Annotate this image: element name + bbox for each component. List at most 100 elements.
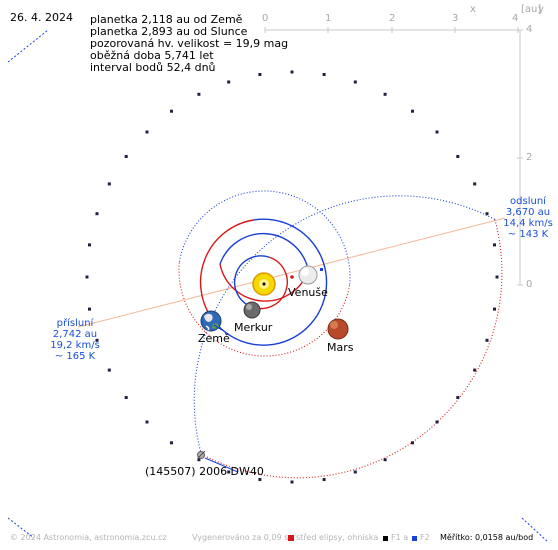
asteroid-marker — [383, 458, 387, 462]
asteroid-marker — [95, 338, 99, 342]
asteroid-marker — [322, 73, 326, 76]
center-legend-swatch — [288, 535, 294, 541]
aphelion-speed: 14,4 km/s — [503, 218, 553, 229]
asteroid-marker — [290, 480, 294, 484]
asteroid-marker — [290, 70, 294, 74]
venus-label: Venuše — [288, 286, 328, 299]
x-tick-4: 4 — [512, 13, 519, 24]
copyright-text: © 2024 Astronomia, astronomia.zcu.cz — [10, 533, 167, 542]
asteroid-marker — [124, 396, 128, 399]
asteroid-marker — [85, 275, 89, 279]
earth-orbit-blue — [213, 218, 328, 346]
info-sun-distance: planetka 2,893 au od Slunce — [90, 25, 248, 38]
asteroid-marker — [322, 478, 326, 481]
ellipse-center-marker — [290, 275, 294, 279]
venus-orbit-blue — [219, 232, 310, 271]
asteroid-marker — [107, 182, 111, 186]
f1-legend-swatch — [383, 536, 388, 541]
perihelion-title: přísluní — [56, 318, 94, 329]
asteroid-marker — [227, 80, 231, 84]
asteroid-position-markers — [85, 70, 499, 484]
mars-label: Mars — [327, 341, 354, 354]
asteroid-marker — [485, 338, 489, 342]
asteroid-marker — [456, 396, 460, 399]
asteroid-marker — [145, 130, 149, 134]
x-tick-3: 3 — [452, 13, 459, 24]
earth-orbit-red — [199, 219, 254, 323]
f1-legend-text: F1 a — [391, 533, 409, 542]
venus-icon — [298, 265, 318, 285]
perihelion-label: přísluní 2,742 au 19,2 km/s ~ 165 K — [44, 318, 106, 362]
perihelion-speed: 19,2 km/s — [50, 340, 100, 351]
axis-frame — [264, 27, 523, 286]
corner-stroke-bottom-right — [521, 517, 549, 543]
asteroid-marker — [258, 478, 262, 481]
sun-icon — [252, 272, 276, 296]
info-point-interval: interval bodů 52,4 dnů — [90, 61, 216, 74]
asteroid-marker — [197, 92, 201, 96]
info-orbital-period: oběžná doba 5,741 let — [90, 49, 214, 62]
mercury-orbit-red — [251, 256, 288, 310]
asteroid-marker — [411, 109, 414, 113]
info-earth-distance: planetka 2,118 au od Země — [90, 13, 243, 26]
asteroid-marker — [170, 109, 173, 113]
earth-label: Země — [198, 332, 230, 345]
asteroid-marker — [88, 307, 91, 311]
x-tick-0: 0 — [262, 13, 269, 24]
asteroid-marker — [124, 155, 128, 158]
aphelion-label: odsluní 3,670 au 14,4 km/s ~ 143 K — [498, 196, 558, 240]
asteroid-marker — [197, 458, 201, 462]
y-tick-4: 4 — [526, 24, 533, 35]
scale-text: Měřítko: 0,0158 au/bod — [440, 533, 534, 542]
y-tick-0: 0 — [526, 279, 533, 290]
mars-icon — [327, 318, 349, 340]
asteroid-marker — [473, 182, 477, 186]
asteroid-marker — [495, 275, 499, 279]
asteroid-marker — [353, 80, 357, 84]
asteroid-marker — [107, 368, 111, 372]
asteroid-marker — [435, 420, 439, 424]
mercury-icon — [243, 301, 261, 319]
asteroid-marker — [493, 307, 496, 311]
mercury-orbit-blue — [233, 255, 271, 308]
date-label: 26. 4. 2024 — [10, 11, 73, 24]
asteroid-marker — [435, 130, 439, 134]
asteroid-icon — [197, 450, 206, 459]
asteroid-orbit-red — [201, 219, 503, 479]
mars-orbit-blue — [178, 190, 351, 286]
asteroid-marker — [258, 73, 262, 76]
asteroid-marker — [95, 212, 99, 216]
f2-legend-text: F2 — [420, 533, 430, 542]
corner-stroke-bottom-left — [7, 517, 35, 539]
x-tick-1: 1 — [325, 13, 332, 24]
focus-f2-marker — [320, 268, 323, 271]
asteroid-marker — [88, 243, 91, 247]
apsides-line — [77, 217, 506, 328]
asteroid-leader-line — [204, 457, 239, 473]
asteroid-marker — [383, 92, 387, 96]
venus-orbit-red — [219, 263, 310, 302]
asteroid-marker — [145, 420, 149, 424]
x-axis-label: x — [470, 4, 476, 15]
x-tick-2: 2 — [389, 13, 396, 24]
generated-time-text: Vygenerováno za 0,09 s — [192, 533, 289, 542]
y-axis-label: y — [538, 4, 544, 15]
asteroid-marker — [170, 441, 173, 445]
corner-stroke-top-left — [7, 29, 49, 63]
center-legend-text: střed elipsy, ohniska — [296, 533, 379, 542]
axis-unit-label: [au] — [521, 4, 542, 15]
asteroid-orbit-blue — [193, 195, 496, 455]
aphelion-temperature: ~ 143 K — [507, 229, 549, 240]
asteroid-marker — [473, 368, 477, 372]
info-magnitude: pozorovaná hv. velikost = 19,9 mag — [90, 37, 289, 50]
asteroid-marker — [485, 212, 489, 216]
asteroid-marker — [493, 243, 496, 247]
asteroid-marker — [456, 155, 460, 158]
aphelion-title: odsluní — [510, 196, 546, 207]
info-panel: planetka 2,118 au od Země planetka 2,893… — [90, 14, 288, 74]
perihelion-temperature: ~ 165 K — [54, 351, 96, 362]
asteroid-marker — [227, 470, 231, 474]
mercury-label: Merkur — [234, 321, 273, 334]
